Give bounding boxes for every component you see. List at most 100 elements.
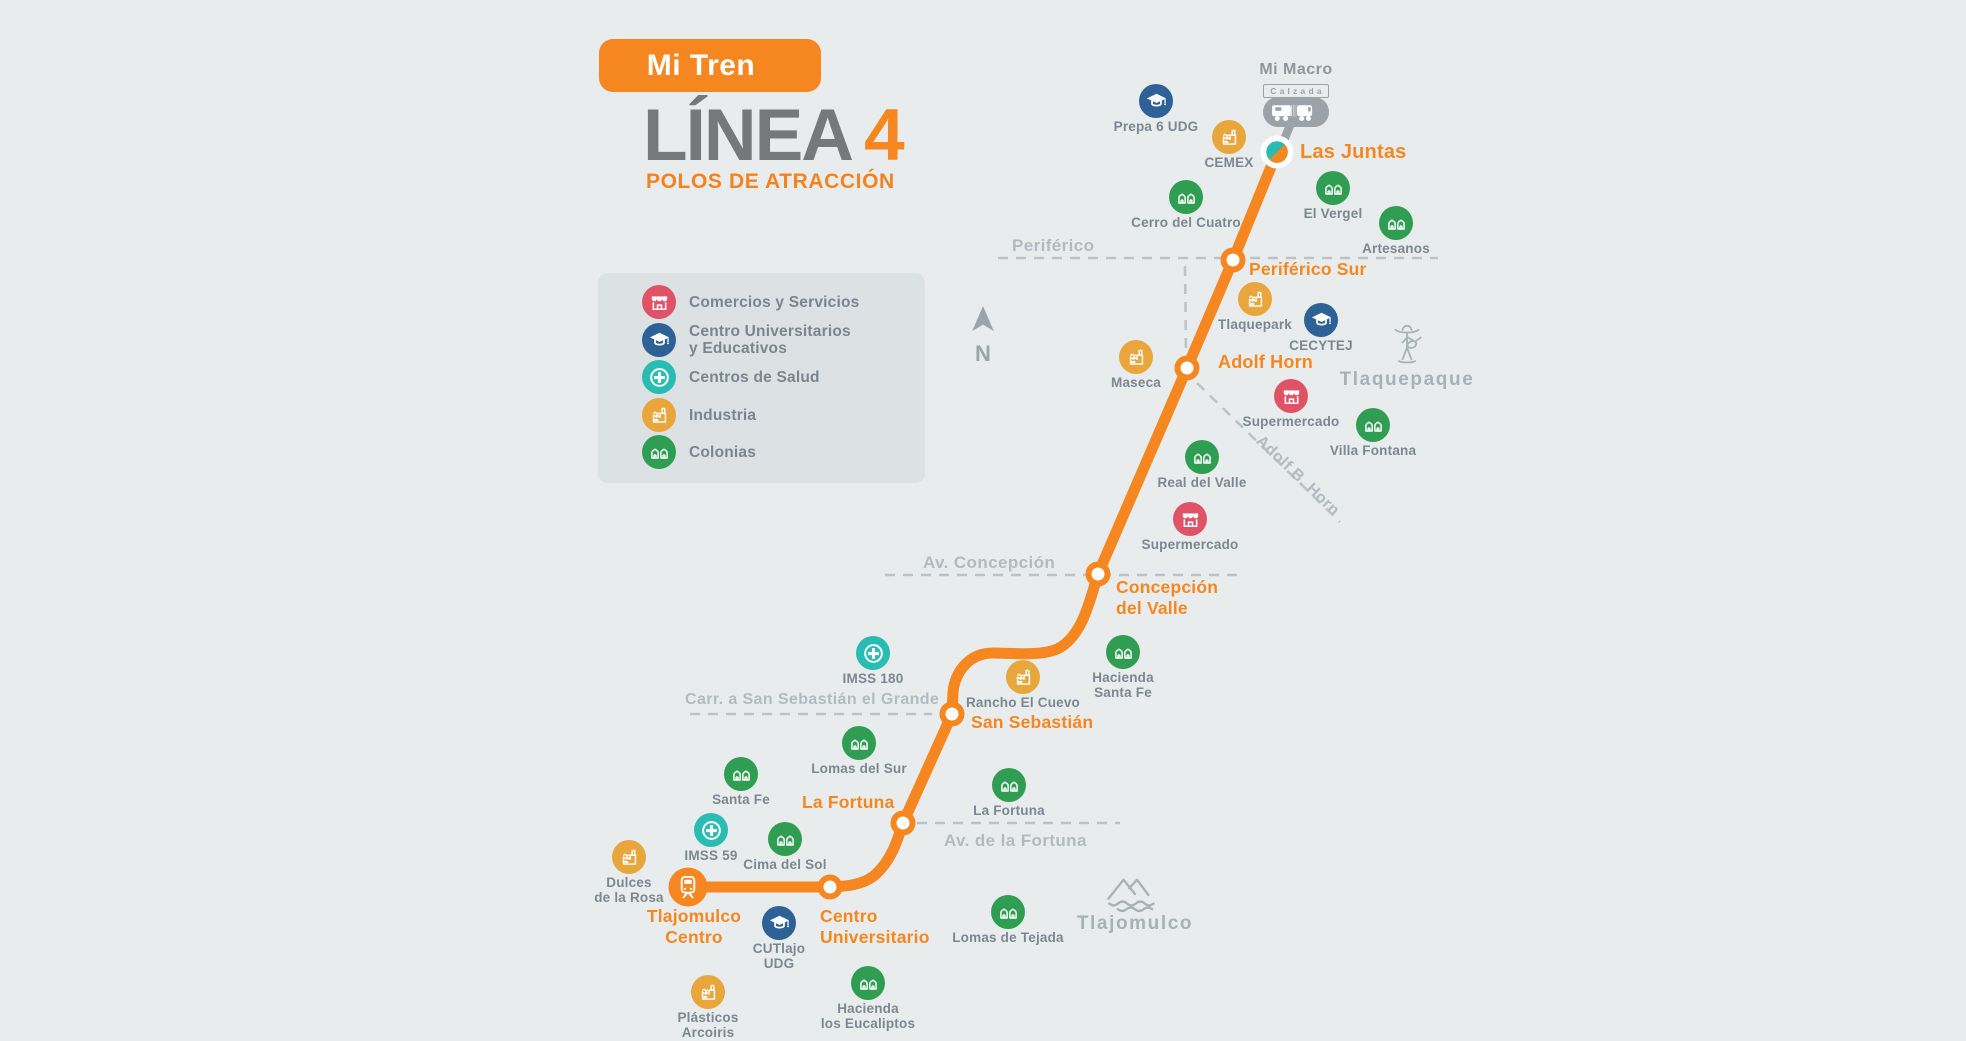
label-line: Las Juntas bbox=[1300, 141, 1407, 163]
label-line: La Fortuna bbox=[802, 792, 895, 812]
mountains-icon bbox=[1104, 874, 1166, 914]
poi-real-del-valle-label: Real del Valle bbox=[1117, 475, 1287, 491]
bus-icon bbox=[1270, 102, 1322, 123]
label-line: Centro bbox=[665, 927, 723, 947]
houses-icon bbox=[1111, 640, 1136, 665]
label-line: Tlaquepark bbox=[1217, 317, 1293, 332]
label-line: Prepa 6 UDG bbox=[1113, 119, 1199, 134]
mi-tren-badge: Mi Tren bbox=[599, 39, 821, 92]
poi-cemex-label: CEMEX bbox=[1144, 155, 1314, 171]
houses-icon bbox=[997, 773, 1022, 798]
factory-icon bbox=[696, 980, 721, 1005]
label-line: Santa Fe bbox=[1094, 684, 1152, 700]
legend-item-label: Colonias bbox=[689, 444, 756, 461]
houses-icon bbox=[773, 827, 798, 852]
poi-prepa-6-udg-marker bbox=[1139, 84, 1173, 118]
label-line: CECYTEJ bbox=[1289, 338, 1353, 353]
poi-villa-fontana-label: Villa Fontana bbox=[1288, 443, 1458, 459]
station-label-las-juntas: Las Juntas bbox=[1300, 140, 1406, 164]
station-label-adolf-horn: Adolf Horn bbox=[1218, 352, 1313, 373]
houses-icon bbox=[642, 435, 676, 469]
houses-icon bbox=[996, 900, 1021, 925]
legend-item-label: Comercios y Servicios bbox=[689, 294, 859, 311]
area-label-tlajomulco: Tlajomulco bbox=[1076, 913, 1194, 934]
north-compass: N bbox=[968, 304, 998, 367]
poi-cima-del-sol-label: Cima del Sol bbox=[700, 857, 870, 873]
label-line: Centros de Salud bbox=[689, 368, 820, 386]
road-label-av-de-la-fortuna: Av. de la Fortuna bbox=[944, 831, 1087, 850]
poi-villa-fontana-marker bbox=[1356, 408, 1390, 442]
poi-imss-59-label: IMSS 59 bbox=[626, 848, 796, 864]
mi-macro-calzada-badge: Calzada bbox=[1263, 84, 1329, 98]
tlaquepaque-icon-holder bbox=[1387, 320, 1427, 375]
poi-supermercado-sur-marker bbox=[1173, 502, 1207, 536]
station-periferico-sur bbox=[1220, 247, 1246, 273]
houses-icon bbox=[1361, 413, 1386, 438]
poi-lomas-de-tejada-marker bbox=[991, 895, 1025, 929]
poi-santa-fe-label: Santa Fe bbox=[656, 792, 826, 808]
label-line: Supermercado bbox=[1242, 414, 1340, 429]
label-line: Adolf Horn bbox=[1218, 352, 1313, 372]
label-line: Maseca bbox=[1111, 375, 1161, 390]
graduation-cap-icon bbox=[767, 911, 792, 936]
houses-icon bbox=[1384, 211, 1409, 236]
label-line: Centro bbox=[820, 906, 878, 926]
poi-cecytej-label: CECYTEJ bbox=[1236, 338, 1406, 354]
label-line: Rancho El Cuevo bbox=[965, 695, 1081, 710]
label-line: CEMEX bbox=[1204, 155, 1254, 170]
legend-item-industria: Industria bbox=[642, 398, 756, 432]
label-line: Supermercado bbox=[1141, 537, 1239, 552]
store-icon bbox=[1178, 507, 1203, 532]
label-line: San Sebastián bbox=[971, 712, 1094, 732]
station-centro-universitario bbox=[817, 874, 843, 900]
poi-artesanos-marker bbox=[1379, 206, 1413, 240]
houses-icon bbox=[1190, 445, 1215, 470]
label-line: Universitario bbox=[820, 927, 930, 947]
label-line: Comercios y Servicios bbox=[689, 293, 860, 311]
houses-icon bbox=[856, 971, 881, 996]
factory-icon bbox=[617, 845, 642, 870]
label-line: IMSS 180 bbox=[842, 671, 904, 686]
poi-cerro-del-cuatro-label: Cerro del Cuatro bbox=[1101, 215, 1271, 231]
poi-cutlajo-udg-marker bbox=[762, 906, 796, 940]
houses-icon bbox=[1321, 176, 1346, 201]
poi-rancho-el-cuevo-marker bbox=[1006, 660, 1040, 694]
factory-icon bbox=[1124, 345, 1149, 370]
poi-cemex-marker bbox=[1212, 120, 1246, 154]
poi-cerro-del-cuatro-marker bbox=[1169, 180, 1203, 214]
health-cross-icon bbox=[642, 360, 676, 394]
poi-artesanos-label: Artesanos bbox=[1311, 241, 1481, 257]
label-line: Plásticos bbox=[677, 1010, 739, 1025]
line-word: LÍNEA bbox=[643, 95, 854, 176]
poi-hacienda-los-eucaliptos-marker bbox=[851, 966, 885, 1000]
area-label-tlaquepaque: Tlaquepaque bbox=[1339, 369, 1475, 390]
poi-maseca-label: Maseca bbox=[1051, 375, 1221, 391]
factory-icon bbox=[1243, 287, 1268, 312]
poi-tlaquepark-marker bbox=[1238, 282, 1272, 316]
mi-macro-station bbox=[1263, 97, 1329, 127]
label-line: Periférico Sur bbox=[1249, 259, 1367, 279]
label-line: Dulces bbox=[606, 875, 652, 890]
poi-lomas-de-tejada-label: Lomas de Tejada bbox=[923, 930, 1093, 946]
label-line: CUTlajo bbox=[752, 941, 806, 956]
poi-supermercado-norte-label: Supermercado bbox=[1206, 414, 1376, 430]
label-line: del Valle bbox=[1116, 598, 1188, 618]
label-line: Santa Fe bbox=[712, 792, 770, 807]
poi-imss-180-label: IMSS 180 bbox=[788, 671, 958, 687]
houses-icon bbox=[847, 731, 872, 756]
label-line: El Vergel bbox=[1303, 206, 1363, 221]
label-line: y Educativos bbox=[689, 340, 788, 357]
poi-tlaquepark-label: Tlaquepark bbox=[1170, 317, 1340, 333]
label-line: UDG bbox=[763, 955, 795, 971]
poi-hacienda-santa-fe-marker bbox=[1106, 635, 1140, 669]
poi-lomas-del-sur-marker bbox=[842, 726, 876, 760]
label-line: Concepción bbox=[1116, 577, 1219, 597]
road-adolf-b-horn bbox=[1183, 265, 1188, 353]
